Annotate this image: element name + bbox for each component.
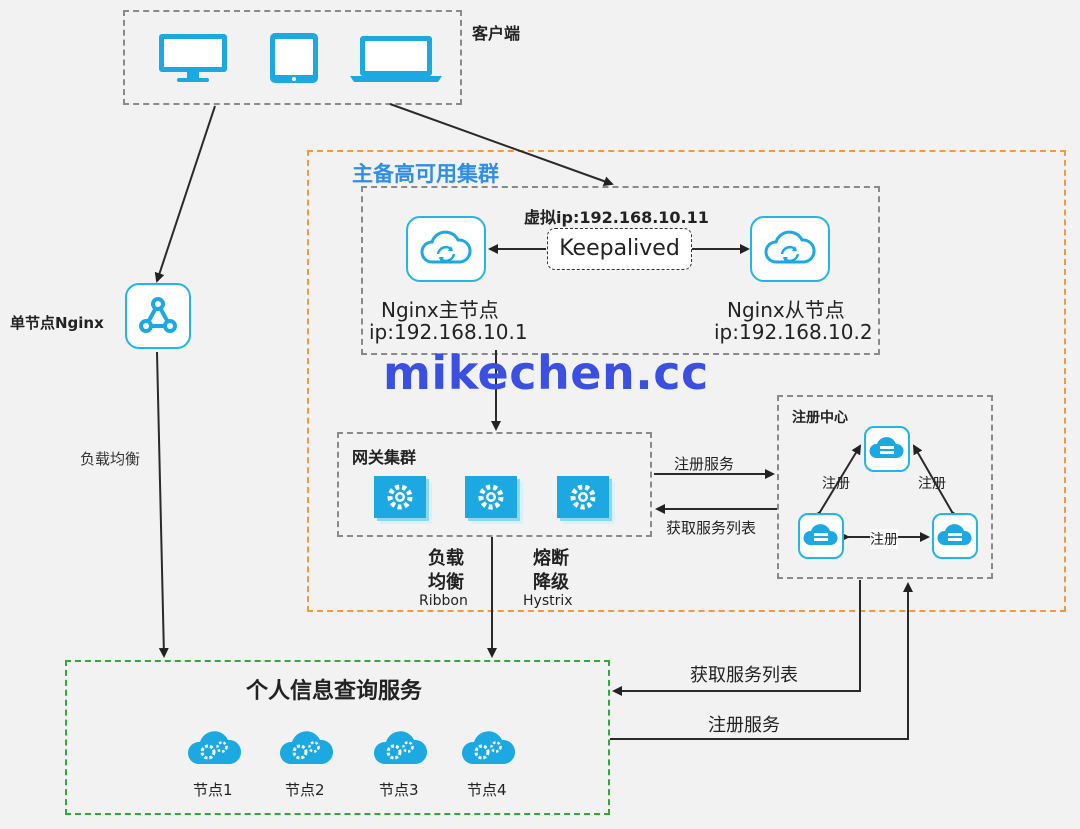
edge-label-fetch-list-service: 获取服务列表 [690, 665, 798, 686]
slave-name: Nginx从节点 [727, 298, 845, 322]
tablet-icon [270, 33, 318, 83]
service-node-1: 节点1 [193, 781, 233, 799]
gateway-lb-line1: 负载 [428, 548, 464, 569]
edge-nginx-to-service [156, 351, 169, 658]
single-nginx-node [125, 283, 191, 349]
cloud-gear-icon [461, 731, 516, 764]
registry-register-bottom: 注册 [870, 529, 898, 549]
cloud-server-icon [869, 437, 904, 458]
client-box [123, 10, 462, 105]
registry-node-left [798, 513, 844, 559]
edge-client-to-nginx [154, 105, 216, 283]
master-name: Nginx主节点 [381, 298, 499, 322]
edge-label-register-service-bottom: 注册服务 [708, 715, 780, 736]
monitor-icon [159, 34, 227, 82]
service-node-2: 节点2 [285, 781, 325, 799]
keepalived-label: Keepalived [559, 236, 680, 261]
gateway-title: 网关集群 [352, 448, 417, 467]
cloud-server-icon [937, 524, 972, 545]
service-node-4: 节点4 [467, 781, 507, 799]
edge-registry-to-service-fetch [612, 580, 861, 696]
gateway-gear-icon [374, 476, 432, 524]
gateway-breaker-line1: 熔断 [533, 548, 569, 569]
gateway-lb-sub: Ribbon [419, 593, 468, 609]
edge-reg-top-right [913, 444, 961, 522]
watermark: mikechen.cc [383, 346, 709, 400]
laptop-icon [350, 36, 442, 82]
edge-service-to-registry-register [610, 582, 913, 740]
gateway-box [337, 432, 652, 537]
service-box [65, 660, 610, 815]
slave-ip: ip:192.168.10.2 [714, 320, 873, 344]
share-network-icon [139, 297, 177, 333]
nginx-slave-node [750, 216, 830, 282]
ha-cluster-box [361, 186, 880, 355]
vip-label: 虚拟ip:192.168.10.11 [524, 208, 709, 227]
nginx-master-node [406, 216, 486, 282]
service-title: 个人信息查询服务 [246, 679, 423, 704]
gateway-breaker-sub: Hystrix [523, 593, 573, 609]
ha-outer-box [307, 150, 1066, 612]
keepalived-box: Keepalived [547, 228, 692, 270]
gateway-gear-icon [557, 476, 615, 524]
edge-client-to-ha [389, 103, 614, 186]
cloud-sync-icon [764, 230, 816, 264]
cloud-sync-icon [420, 230, 472, 264]
cloud-gear-icon [187, 731, 242, 764]
registry-register-left: 注册 [822, 476, 850, 492]
registry-node-top [864, 426, 910, 472]
cloud-gear-icon [279, 731, 334, 764]
registry-node-right [932, 513, 978, 559]
gateway-lb-line2: 均衡 [428, 572, 464, 593]
ha-cluster-title: 主备高可用集群 [352, 162, 499, 186]
registry-register-right: 注册 [918, 476, 946, 492]
registry-box [777, 395, 993, 579]
edge-label-register-service: 注册服务 [674, 455, 735, 473]
client-label: 客户端 [472, 24, 521, 43]
master-ip: ip:192.168.10.1 [369, 320, 528, 344]
service-node-3: 节点3 [379, 781, 419, 799]
single-nginx-label: 单节点Nginx [10, 314, 104, 332]
edge-reg-top-left [811, 444, 862, 522]
cloud-server-icon [803, 524, 838, 545]
registry-title: 注册中心 [792, 410, 848, 426]
gateway-breaker-line2: 降级 [533, 572, 569, 593]
cloud-gear-icon [373, 731, 428, 764]
edge-label-fetch-list: 获取服务列表 [666, 519, 757, 537]
gateway-gear-icon [465, 476, 523, 524]
lb-label: 负载均衡 [80, 450, 141, 468]
